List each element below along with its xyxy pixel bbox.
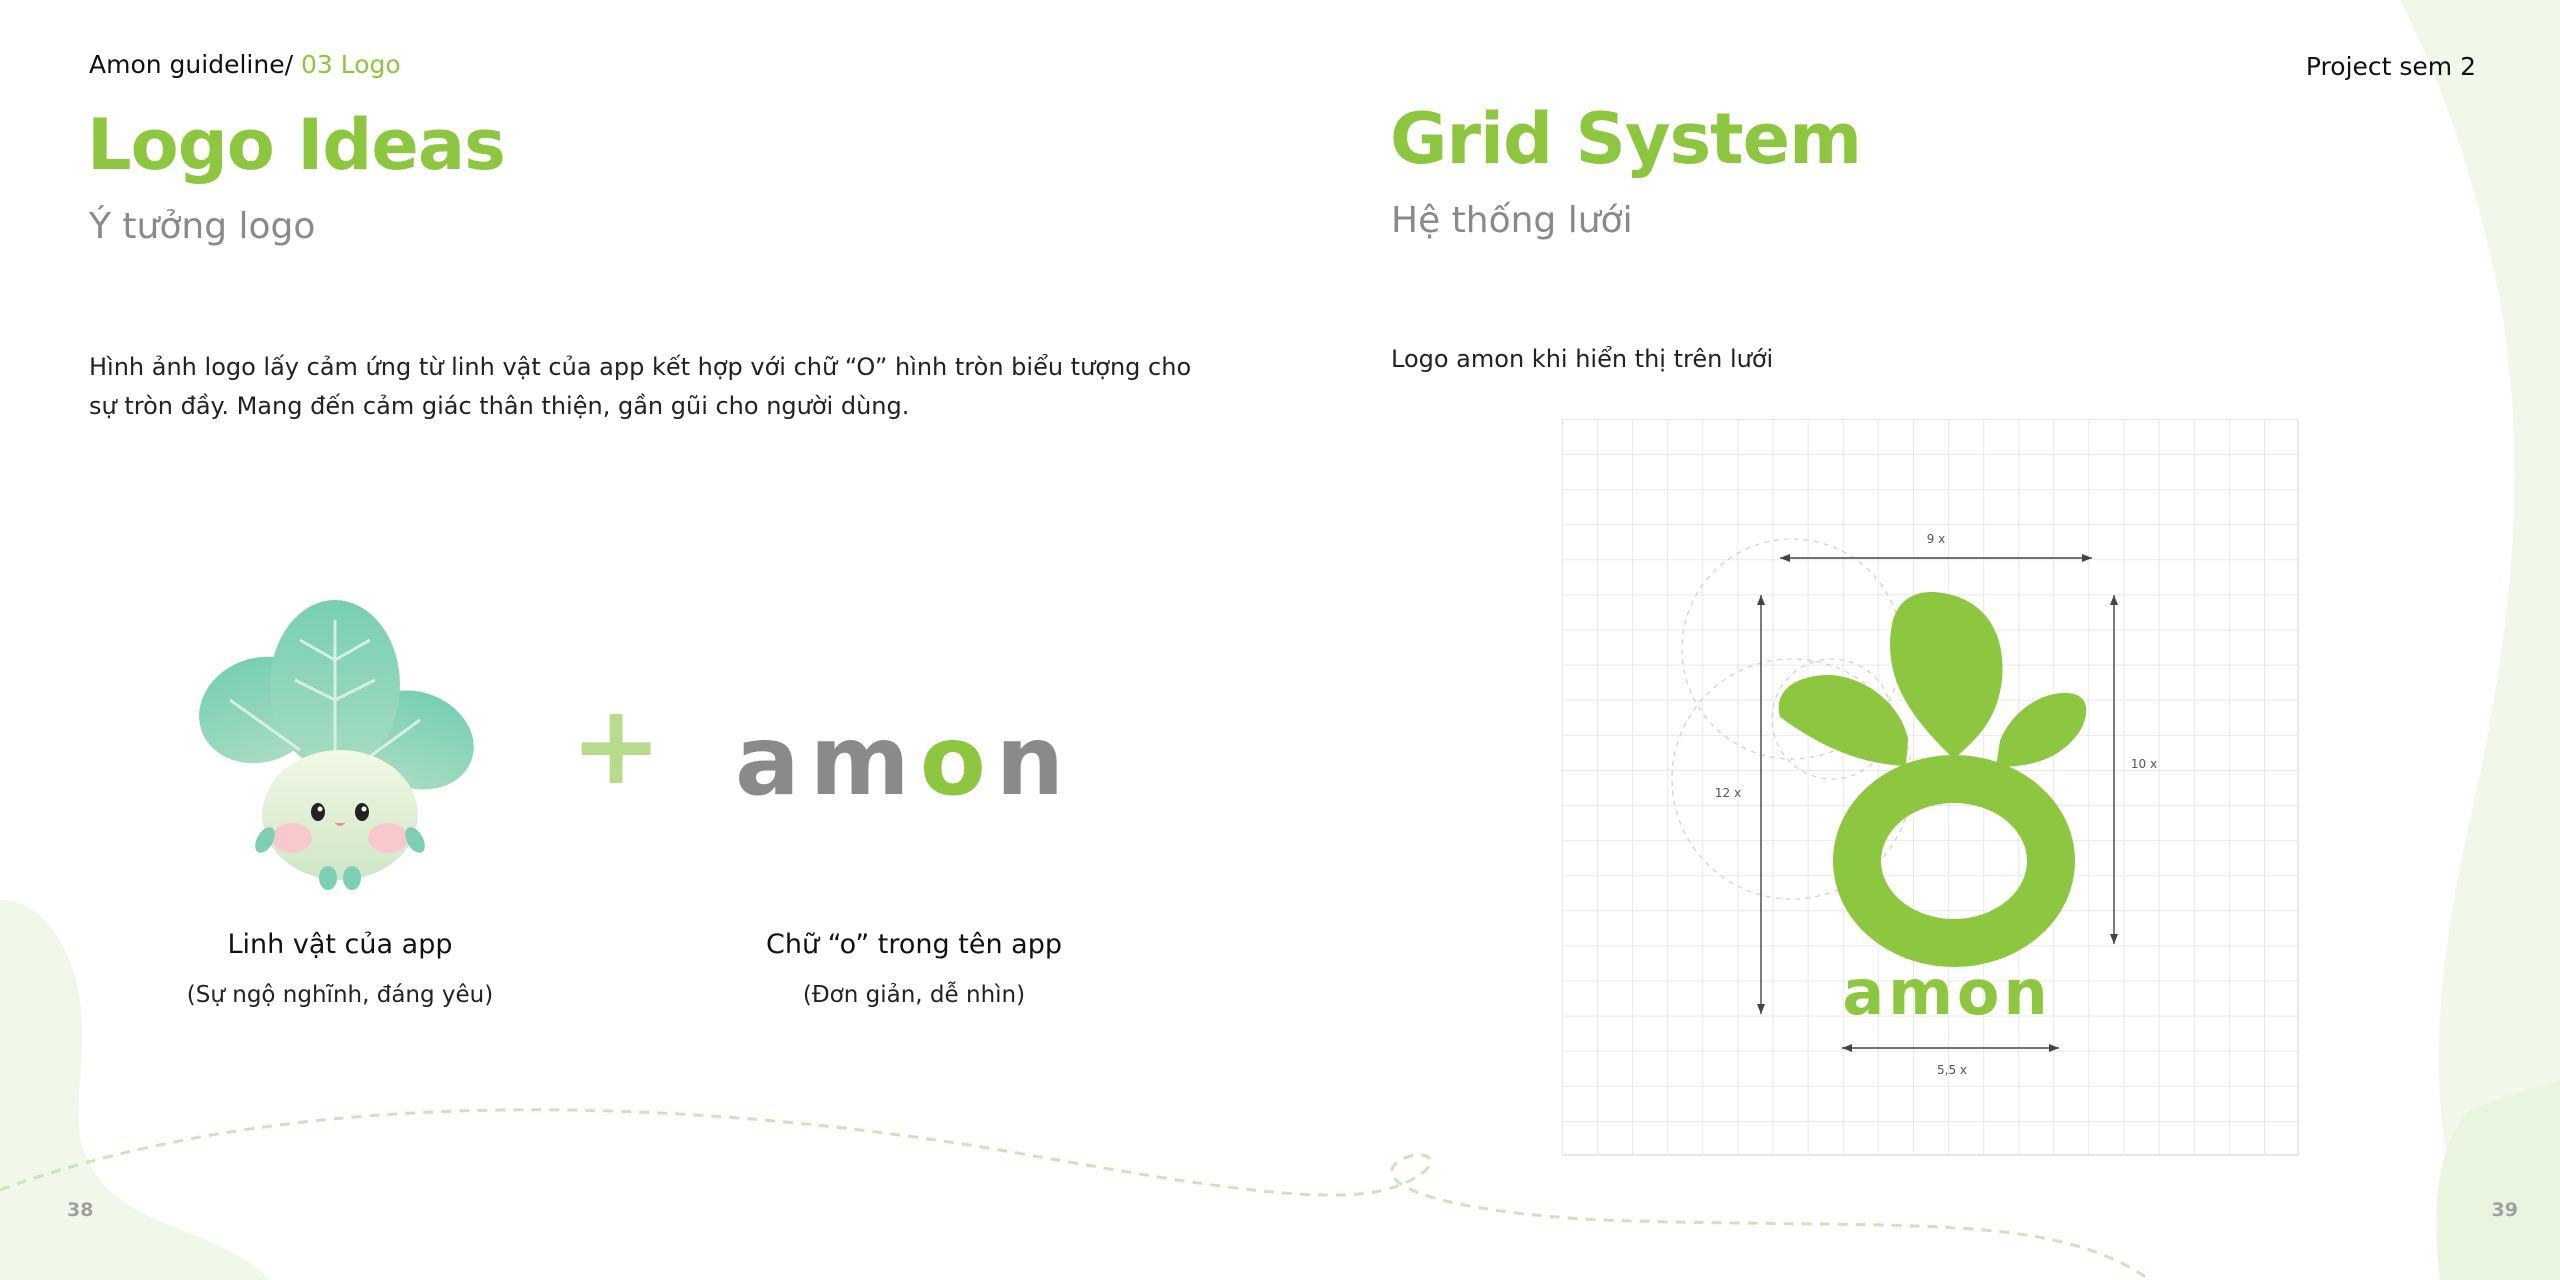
breadcrumb: Amon guideline/ 03 Logo (89, 50, 401, 79)
logo-grid-figure: amon 9 x 12 x 10 x 5,5 x (1562, 419, 2299, 1156)
right-edge-blob (2400, 0, 2560, 1280)
grid-logo-text: amon (1842, 956, 2051, 1029)
wordmark-letter-a: a (735, 705, 810, 817)
right-page-number: 39 (2491, 1199, 2518, 1221)
left-page-title: Logo Ideas (87, 104, 506, 186)
dashed-curve (0, 1108, 2151, 1280)
mascot-caption-sub: (Sự ngộ nghĩnh, đáng yêu) (186, 982, 494, 1008)
letter-caption-title: Chữ “o” trong tên app (766, 929, 1062, 960)
wordmark-letter-m: m (809, 705, 920, 817)
right-description: Logo amon khi hiển thị trên lưới (1391, 345, 1774, 373)
bottom-left-blob (0, 900, 270, 1280)
grid-logo-leaf-left (1778, 674, 1908, 766)
breadcrumb-section: 03 Logo (300, 50, 401, 79)
right-page-subtitle: Hệ thống lưới (1391, 200, 1633, 241)
mascot-caption-title: Linh vật của app (227, 929, 453, 960)
bottom-right-blob (2436, 1080, 2560, 1280)
right-page-title: Grid System (1390, 98, 1862, 180)
left-page-number: 38 (67, 1199, 94, 1221)
left-page-subtitle: Ý tưởng logo (89, 206, 316, 247)
grid-logo-leaf-right (1996, 692, 2087, 767)
project-label: Project sem 2 (2305, 52, 2476, 81)
mascot-illustration (199, 600, 474, 890)
dimension-label-top: 9 x (1927, 532, 1946, 546)
dimension-label-bottom: 5,5 x (1937, 1063, 1967, 1077)
grid-logo-leaf-center (1890, 592, 2003, 759)
left-description: Hình ảnh logo lấy cảm ứng từ linh vật củ… (89, 353, 1192, 420)
grid-logo-o-ring (1833, 755, 2075, 967)
plus-sign: + (570, 681, 663, 809)
dimension-label-right: 10 x (2131, 757, 2157, 771)
breadcrumb-prefix: Amon guideline/ (89, 50, 301, 79)
wordmark-letter-o: o (919, 705, 996, 817)
amon-wordmark: amon (735, 705, 1074, 817)
wordmark-letter-n: n (995, 705, 1075, 817)
letter-caption-sub: (Đơn giản, dễ nhìn) (802, 982, 1026, 1008)
dimension-label-left: 12 x (1715, 786, 1741, 800)
